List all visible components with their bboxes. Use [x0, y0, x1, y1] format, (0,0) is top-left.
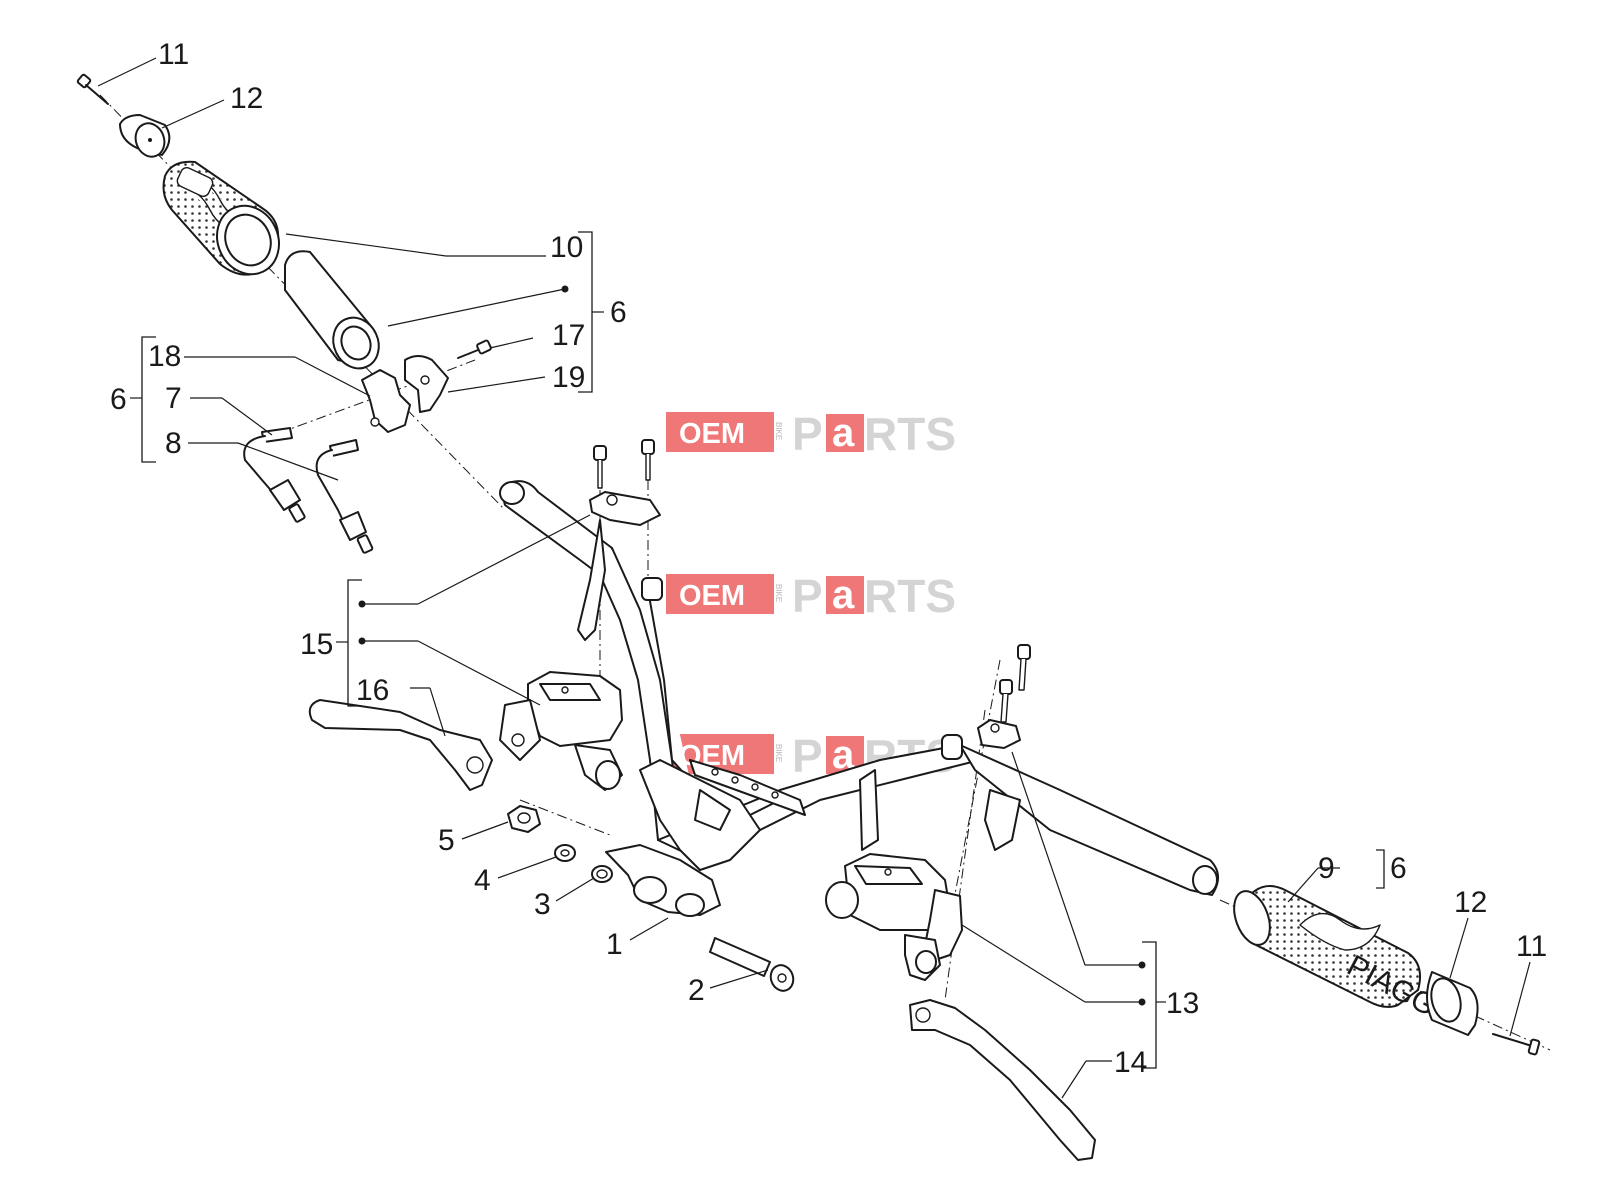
svg-text:a: a: [832, 573, 855, 617]
bracket-1: [605, 844, 721, 917]
throttle-cable-8: [315, 439, 374, 554]
svg-text:OEM: OEM: [679, 580, 745, 612]
callout-6-right: 6: [1390, 852, 1407, 885]
end-weight-screw-right: [1492, 1033, 1541, 1056]
upper-clamp-left: [577, 491, 661, 641]
end-weight-right: [1426, 971, 1479, 1036]
svg-text:a: a: [832, 411, 855, 455]
bolt-2: [709, 937, 795, 992]
callout-6-left: 6: [110, 383, 127, 416]
callout-3: 3: [534, 888, 551, 921]
throttle-tube: [284, 250, 380, 370]
washer-3: [591, 865, 613, 883]
master-cylinder-left: [499, 671, 623, 791]
svg-text:BIKE: BIKE: [774, 584, 783, 602]
callout-14: 14: [1114, 1046, 1147, 1079]
brake-lever-right: [909, 999, 1096, 1161]
screw-left-2: [641, 439, 655, 481]
master-cylinder-right: [825, 853, 963, 981]
leader-lines: [97, 57, 1531, 1099]
washer-4: [554, 844, 576, 862]
svg-text:RTS: RTS: [864, 570, 956, 622]
grip-left: [162, 160, 280, 276]
callout-labels: 11 12 10 6 17 19 18 6 7 8 15 16 5 4 3 1 …: [110, 38, 1547, 1079]
upper-clamp-right: [977, 719, 1021, 851]
callout-7: 7: [165, 382, 182, 415]
callout-8: 8: [165, 427, 182, 460]
watermark-1: OEM BIKE P a RTS: [666, 408, 956, 460]
callout-16: 16: [356, 674, 389, 707]
callout-18: 18: [148, 340, 181, 373]
end-weight-left: [119, 114, 171, 158]
callout-11-right: 11: [1516, 930, 1547, 963]
watermark-2: OEM BIKE P a RTS: [666, 570, 956, 622]
svg-text:OEM: OEM: [679, 418, 745, 450]
handlebar-frame: [499, 480, 1219, 896]
screw-left-1: [593, 445, 607, 489]
end-weight-screw-left: [76, 73, 109, 105]
callout-17: 17: [552, 319, 585, 352]
callout-6-top: 6: [610, 296, 627, 329]
svg-text:P: P: [792, 730, 823, 782]
svg-text:P: P: [792, 408, 823, 460]
callout-2: 2: [688, 974, 705, 1007]
svg-text:a: a: [832, 733, 855, 777]
svg-text:P: P: [792, 570, 823, 622]
throttle-housing: [361, 355, 449, 433]
callout-15: 15: [300, 628, 333, 661]
screw-right-1: [1017, 644, 1031, 691]
screw-right-2: [999, 679, 1013, 723]
brake-lever-left: [308, 699, 493, 791]
callout-10: 10: [550, 231, 583, 264]
svg-text:RTS: RTS: [864, 408, 956, 460]
callout-5: 5: [438, 824, 455, 857]
throttle-cable-7: [243, 427, 306, 523]
callout-11-top: 11: [158, 38, 189, 71]
screw-17: [457, 339, 492, 359]
nut-5: [507, 805, 541, 833]
callout-12-top: 12: [230, 82, 263, 115]
callout-19: 19: [552, 361, 585, 394]
callout-13: 13: [1166, 987, 1199, 1020]
svg-text:BIKE: BIKE: [774, 422, 783, 440]
callout-4: 4: [474, 864, 491, 897]
callout-1: 1: [606, 928, 623, 961]
svg-text:BIKE: BIKE: [774, 744, 783, 762]
callout-9: 9: [1318, 852, 1335, 885]
callout-12-right: 12: [1454, 886, 1487, 919]
